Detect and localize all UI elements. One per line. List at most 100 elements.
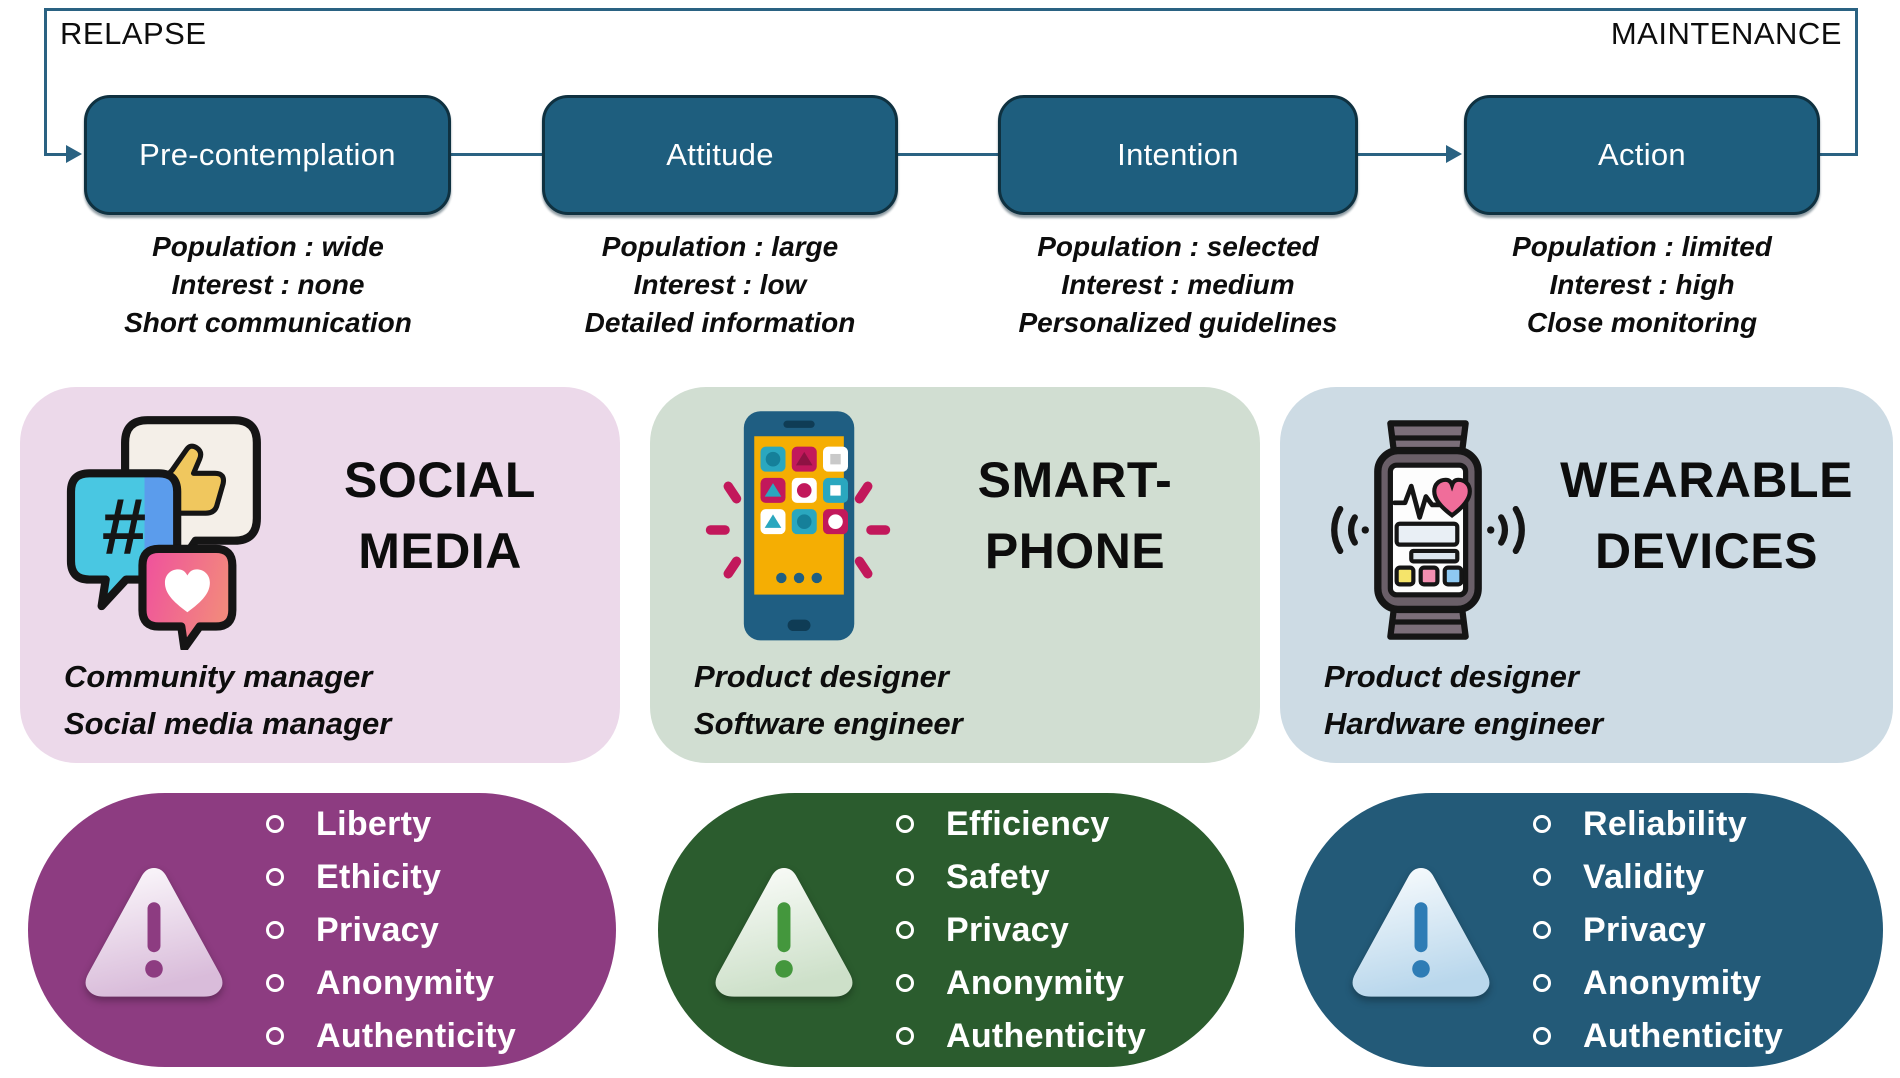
concerns-list-smartphone: Efficiency Safety Privacy Anonymity Auth…	[896, 793, 1146, 1067]
connector-1-2	[451, 153, 543, 156]
list-item: Authenticity	[896, 1010, 1146, 1063]
stage-box-pre-contemplation: Pre-contemplation	[84, 95, 451, 215]
stage-label: Attitude	[666, 137, 774, 172]
list-item: Authenticity	[266, 1010, 516, 1063]
card-roles-wearable-devices: Product designer Hardware engineer	[1324, 653, 1603, 747]
role-line: Product designer	[1324, 659, 1579, 694]
stage-desc-action: Population : limited Interest : high Clo…	[1412, 228, 1872, 342]
warning-triangle-icon	[710, 857, 858, 1003]
bullet-icon	[266, 868, 284, 886]
concerns-pill-wearable-devices: Reliability Validity Privacy Anonymity A…	[1295, 793, 1883, 1067]
card-title-line: MEDIA	[358, 523, 522, 579]
card-title-smartphone: SMART- PHONE	[902, 445, 1248, 587]
bullet-icon	[896, 815, 914, 833]
concern-label: Anonymity	[946, 963, 1125, 1002]
warning-triangle-icon	[80, 857, 228, 1003]
stage-label: Action	[1598, 137, 1686, 172]
bullet-icon	[1533, 868, 1551, 886]
card-title-line: WEARABLE	[1560, 452, 1853, 508]
card-title-line: PHONE	[984, 523, 1166, 579]
bullet-icon	[266, 1027, 284, 1045]
bullet-icon	[896, 974, 914, 992]
card-roles-social-media: Community manager Social media manager	[64, 653, 391, 747]
role-line: Product designer	[694, 659, 949, 694]
concern-label: Privacy	[946, 910, 1070, 949]
maintenance-label: MAINTENANCE	[1610, 16, 1842, 51]
desc-line: Interest : medium	[1061, 269, 1295, 300]
bullet-icon	[266, 921, 284, 939]
bullet-icon	[266, 974, 284, 992]
bullet-icon	[896, 868, 914, 886]
loop-left-line	[44, 8, 47, 155]
card-title-line: SMART-	[977, 452, 1173, 508]
relapse-label: RELAPSE	[60, 16, 207, 51]
concern-label: Privacy	[1583, 910, 1707, 949]
card-title-wearable-devices: WEARABLE DEVICES	[1532, 445, 1881, 587]
concern-label: Validity	[1583, 857, 1705, 896]
concern-label: Authenticity	[1583, 1016, 1784, 1055]
concern-label: Authenticity	[946, 1016, 1147, 1055]
role-line: Social media manager	[64, 706, 392, 741]
desc-line: Population : limited	[1512, 231, 1772, 262]
list-item: Safety	[896, 851, 1146, 904]
list-item: Anonymity	[896, 957, 1146, 1010]
stage-box-action: Action	[1464, 95, 1820, 215]
loop-right-stub	[1820, 153, 1858, 156]
list-item: Privacy	[896, 904, 1146, 957]
desc-line: Detailed information	[584, 307, 856, 338]
bullet-icon	[896, 921, 914, 939]
stage-desc-attitude: Population : large Interest : low Detail…	[490, 228, 950, 342]
concerns-pill-social-media: Liberty Ethicity Privacy Anonymity Authe…	[28, 793, 616, 1067]
connector-3-4	[1358, 153, 1448, 156]
stage-box-intention: Intention	[998, 95, 1358, 215]
desc-line: Close monitoring	[1526, 307, 1758, 338]
loop-top-line	[44, 8, 1858, 11]
concern-label: Ethicity	[316, 857, 442, 896]
concern-label: Reliability	[1583, 804, 1747, 843]
smartwatch-icon	[1310, 405, 1545, 655]
desc-line: Interest : low	[633, 269, 807, 300]
loop-right-line	[1855, 8, 1858, 155]
card-title-line: DEVICES	[1594, 523, 1818, 579]
list-item: Anonymity	[266, 957, 516, 1010]
list-item: Validity	[1533, 851, 1783, 904]
card-smartphone: SMART- PHONE Product designer Software e…	[650, 387, 1260, 763]
warning-triangle-icon	[1347, 857, 1495, 1003]
role-line: Hardware engineer	[1324, 706, 1604, 741]
list-item: Efficiency	[896, 798, 1146, 851]
desc-line: Population : selected	[1037, 231, 1319, 262]
desc-line: Short communication	[124, 307, 412, 338]
desc-line: Interest : high	[1549, 269, 1735, 300]
list-item: Privacy	[266, 904, 516, 957]
card-wearable-devices: WEARABLE DEVICES Product designer Hardwa…	[1280, 387, 1893, 763]
desc-line: Population : wide	[152, 231, 384, 262]
svg-text:#: #	[101, 482, 145, 571]
role-line: Community manager	[64, 659, 373, 694]
relapse-arrowhead-icon	[66, 145, 82, 163]
concern-label: Efficiency	[946, 804, 1110, 843]
connector-3-4-arrowhead-icon	[1446, 145, 1462, 163]
bullet-icon	[896, 1027, 914, 1045]
relapse-arrow-line	[44, 153, 76, 156]
desc-line: Interest : none	[171, 269, 365, 300]
connector-2-3	[898, 153, 998, 156]
card-title-line: SOCIAL	[344, 452, 536, 508]
concern-label: Privacy	[316, 910, 440, 949]
desc-line: Population : large	[601, 231, 839, 262]
list-item: Anonymity	[1533, 957, 1783, 1010]
concern-label: Safety	[946, 857, 1050, 896]
bullet-icon	[1533, 1027, 1551, 1045]
stage-desc-intention: Population : selected Interest : medium …	[948, 228, 1408, 342]
desc-line: Personalized guidelines	[1018, 307, 1338, 338]
stage-label: Pre-contemplation	[139, 137, 396, 172]
smartphone-icon	[680, 405, 915, 655]
stage-box-attitude: Attitude	[542, 95, 898, 215]
bullet-icon	[1533, 921, 1551, 939]
card-roles-smartphone: Product designer Software engineer	[694, 653, 963, 747]
card-social-media: # SOCIAL MEDIA Community manager Social …	[20, 387, 620, 763]
concern-label: Anonymity	[316, 963, 495, 1002]
list-item: Authenticity	[1533, 1010, 1783, 1063]
concerns-list-wearable-devices: Reliability Validity Privacy Anonymity A…	[1533, 793, 1783, 1067]
social-media-icon: #	[50, 405, 285, 655]
